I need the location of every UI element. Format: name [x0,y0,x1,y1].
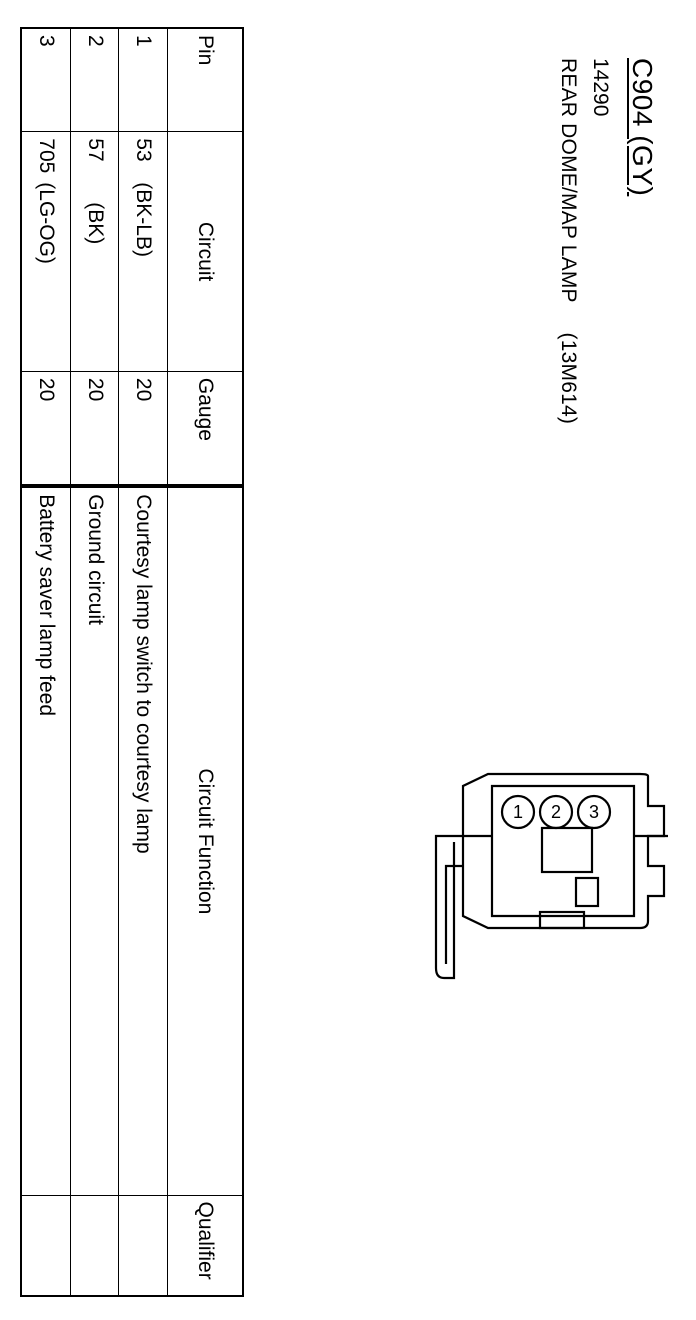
connector-description: REAR DOME/MAP LAMP (13M614) [557,58,580,425]
pin-cavity-3 [576,794,612,830]
table-row: 1 53 (BK-LB) 20 Courtesy lamp switch to c… [118,28,168,1296]
cell-gauge: 20 [21,371,71,487]
pin-cavity-1 [500,794,536,830]
connector-id: C904 (GY) [627,58,658,197]
cell-circuit: 705 (LG-OG) [21,131,71,372]
header-qualifier: Qualifier [167,1195,243,1296]
cell-function: Courtesy lamp switch to courtesy lamp [118,486,168,1195]
header-gauge: Gauge [167,371,243,487]
mounting-rail-top [434,834,492,980]
pin-label-2: 2 [551,802,561,822]
latch-slot [538,910,586,930]
latch-tab [574,876,600,908]
table-header-row: Pin Circuit Gauge Circuit Function Quali… [167,28,243,1296]
cell-circuit: 57 (BK) [70,131,119,372]
cell-pin: 1 [118,28,168,132]
pin-table: Pin Circuit Gauge Circuit Function Quali… [20,27,244,1297]
mounting-rail-right [444,864,463,964]
cell-qualifier [70,1195,119,1296]
connector-face-diagram: 1 2 3 [434,772,668,980]
cell-gauge: 20 [70,371,119,487]
pin-cavity-2 [538,794,574,830]
header-circuit: Circuit [167,131,243,372]
connector-housing [461,772,666,930]
cell-pin: 2 [70,28,119,132]
cell-qualifier [21,1195,71,1296]
circuit-color: (LG-OG) [34,182,58,264]
connector-number: 14290 [589,58,612,117]
table-row: 3 705 (LG-OG) 20 Battery saver lamp feed [21,28,71,1296]
circuit-color: (BK-LB) [132,182,156,257]
cell-circuit: 53 (BK-LB) [118,131,168,372]
cell-function: Battery saver lamp feed [21,486,71,1195]
header-function: Circuit Function [167,486,243,1195]
latch-window [540,826,594,874]
cell-pin: 3 [21,28,71,132]
circuit-color: (BK) [83,202,107,245]
pin-label-3: 3 [589,802,599,822]
header-pin: Pin [167,28,243,132]
circuit-number: 53 [132,138,156,162]
cell-function: Ground circuit [70,486,119,1195]
table-row: 2 57 (BK) 20 Ground circuit [70,28,119,1296]
pin-label-1: 1 [513,802,523,822]
cell-qualifier [118,1195,168,1296]
connector-cavity [490,784,636,918]
circuit-number: 705 [34,138,58,174]
cell-gauge: 20 [118,371,168,487]
circuit-number: 57 [83,138,107,162]
